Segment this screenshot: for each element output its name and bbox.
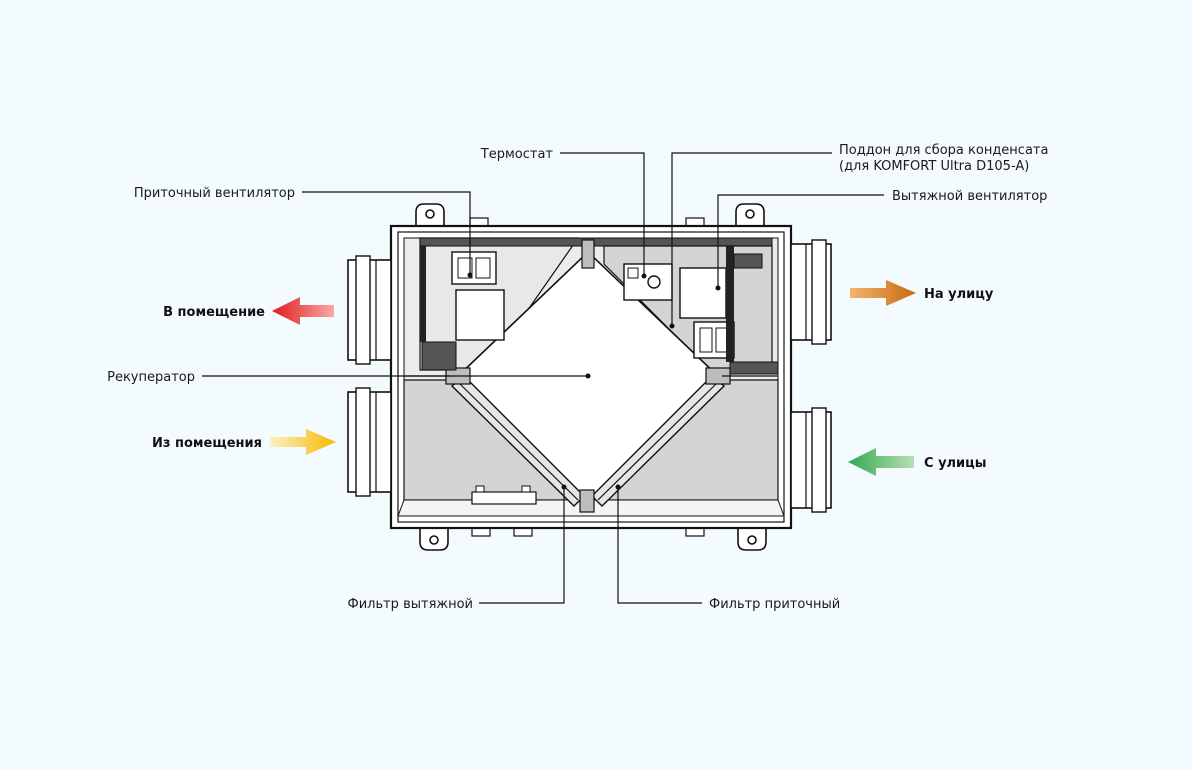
callout-label-condensate-tray-line1: Поддон для сбора конденсата <box>839 143 1048 158</box>
duct-spigot-top-left <box>347 255 392 365</box>
callout-recuperator: Рекуператор <box>107 370 591 385</box>
airflow-from-room: Из помещения <box>152 429 336 455</box>
airflow-from-outside: С улицы <box>848 448 987 476</box>
callout-exhaust-fan: Вытяжной вентилятор <box>715 189 1047 291</box>
mounting-bracket-top-right <box>735 203 765 227</box>
duct-spigot-bottom-left <box>347 387 392 497</box>
callout-label-supply-filter: Фильтр приточный <box>709 597 840 612</box>
arrow-right-icon <box>850 280 916 306</box>
unit-housing <box>389 203 793 551</box>
duct-spigot-top-right <box>790 239 832 345</box>
airflow-label-to-outside: На улицу <box>924 287 994 302</box>
supply-fan-part <box>420 246 505 371</box>
thermostat-part <box>623 263 673 301</box>
callout-supply-fan: Приточный вентилятор <box>134 186 473 278</box>
callout-label-condensate-tray-line2: (для KOMFORT Ultra D105-A) <box>839 159 1029 174</box>
callout-label-recuperator: Рекуператор <box>107 370 195 385</box>
callout-label-supply-fan: Приточный вентилятор <box>134 186 295 201</box>
arrow-left-icon <box>848 448 914 476</box>
callout-supply-filter: Фильтр приточный <box>615 484 840 612</box>
arrow-left-icon <box>272 297 334 325</box>
mounting-bracket-top-left <box>415 203 445 227</box>
callout-exhaust-filter: Фильтр вытяжной <box>348 484 567 612</box>
mounting-bracket-bottom-left <box>419 527 449 551</box>
duct-spigot-bottom-right <box>790 407 832 513</box>
airflow-label-from-outside: С улицы <box>924 456 987 471</box>
callout-thermostat: Термостат <box>480 147 647 279</box>
callout-label-exhaust-filter: Фильтр вытяжной <box>348 597 474 612</box>
airflow-label-from-room: Из помещения <box>152 436 262 451</box>
callout-label-exhaust-fan: Вытяжной вентилятор <box>892 189 1047 204</box>
mounting-bracket-bottom-right <box>737 527 767 551</box>
airflow-label-to-room: В помещение <box>163 305 265 320</box>
callout-label-thermostat: Термостат <box>480 147 554 162</box>
arrow-right-icon <box>270 429 336 455</box>
airflow-to-outside: На улицу <box>850 280 994 306</box>
airflow-to-room: В помещение <box>163 297 334 325</box>
callout-condensate-tray: Поддон для сбора конденсата (для KOMFORT… <box>669 143 1048 329</box>
